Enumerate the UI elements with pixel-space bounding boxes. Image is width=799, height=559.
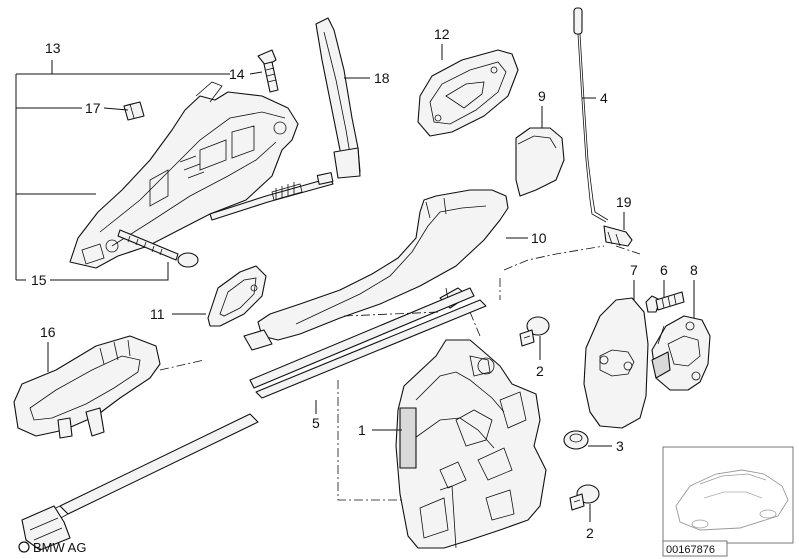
brand-name: BMW AG	[33, 540, 86, 555]
part-gasket-11[interactable]	[207, 265, 267, 327]
screw-2-upper[interactable]	[519, 316, 550, 347]
part-outer-handle-10[interactable]	[243, 189, 509, 351]
callout-12: 12	[434, 26, 450, 42]
part-handle-cover-12[interactable]	[417, 49, 519, 137]
screw-15[interactable]	[117, 229, 199, 268]
callout-7: 7	[630, 262, 638, 278]
part-grommet-3[interactable]	[563, 430, 589, 450]
part-clip-19[interactable]	[603, 225, 633, 247]
drawing-code: 00167876	[666, 544, 715, 556]
callout-numbers: 13 14 17 15 18 12 9 4 19 10 7 6 8 11 16 …	[31, 26, 698, 541]
leader-lines	[15, 44, 695, 522]
callout-4: 4	[600, 90, 608, 106]
callout-9: 9	[538, 88, 546, 104]
part-cap-9[interactable]	[515, 127, 565, 197]
callout-18: 18	[374, 70, 390, 86]
callout-3: 3	[616, 438, 624, 454]
linkage-rod	[209, 172, 334, 221]
part-rod-4[interactable]	[573, 7, 609, 223]
callout-17: 17	[85, 100, 101, 116]
screw-6[interactable]	[645, 291, 685, 313]
part-plate-7[interactable]	[583, 297, 649, 429]
part-striker-8[interactable]	[651, 315, 711, 391]
callout-14: 14	[229, 66, 245, 82]
callout-15: 15	[31, 272, 47, 288]
callout-5: 5	[312, 415, 320, 431]
part-lock-1[interactable]	[395, 339, 547, 549]
screw-2-lower[interactable]	[569, 484, 600, 511]
callout-6: 6	[660, 262, 668, 278]
callout-1: 1	[358, 422, 366, 438]
callout-2-lower: 2	[586, 525, 594, 541]
part-handle-carrier-bracket[interactable]	[69, 81, 299, 269]
construction-lines	[159, 245, 641, 501]
callout-11: 11	[150, 306, 165, 322]
screw-17[interactable]	[123, 101, 145, 121]
callout-2-upper: 2	[536, 363, 544, 379]
part-strap-18[interactable]	[315, 17, 361, 179]
callout-13: 13	[45, 40, 61, 56]
callout-16: 16	[40, 324, 56, 340]
bmw-ag-logo: BMW AG	[18, 540, 86, 555]
callout-8: 8	[690, 262, 698, 278]
vehicle-thumbnail: 00167876	[662, 446, 794, 557]
screw-14[interactable]	[257, 49, 279, 93]
callout-10: 10	[531, 230, 547, 246]
part-inner-handle-16[interactable]	[13, 335, 161, 439]
callout-19: 19	[616, 194, 632, 210]
